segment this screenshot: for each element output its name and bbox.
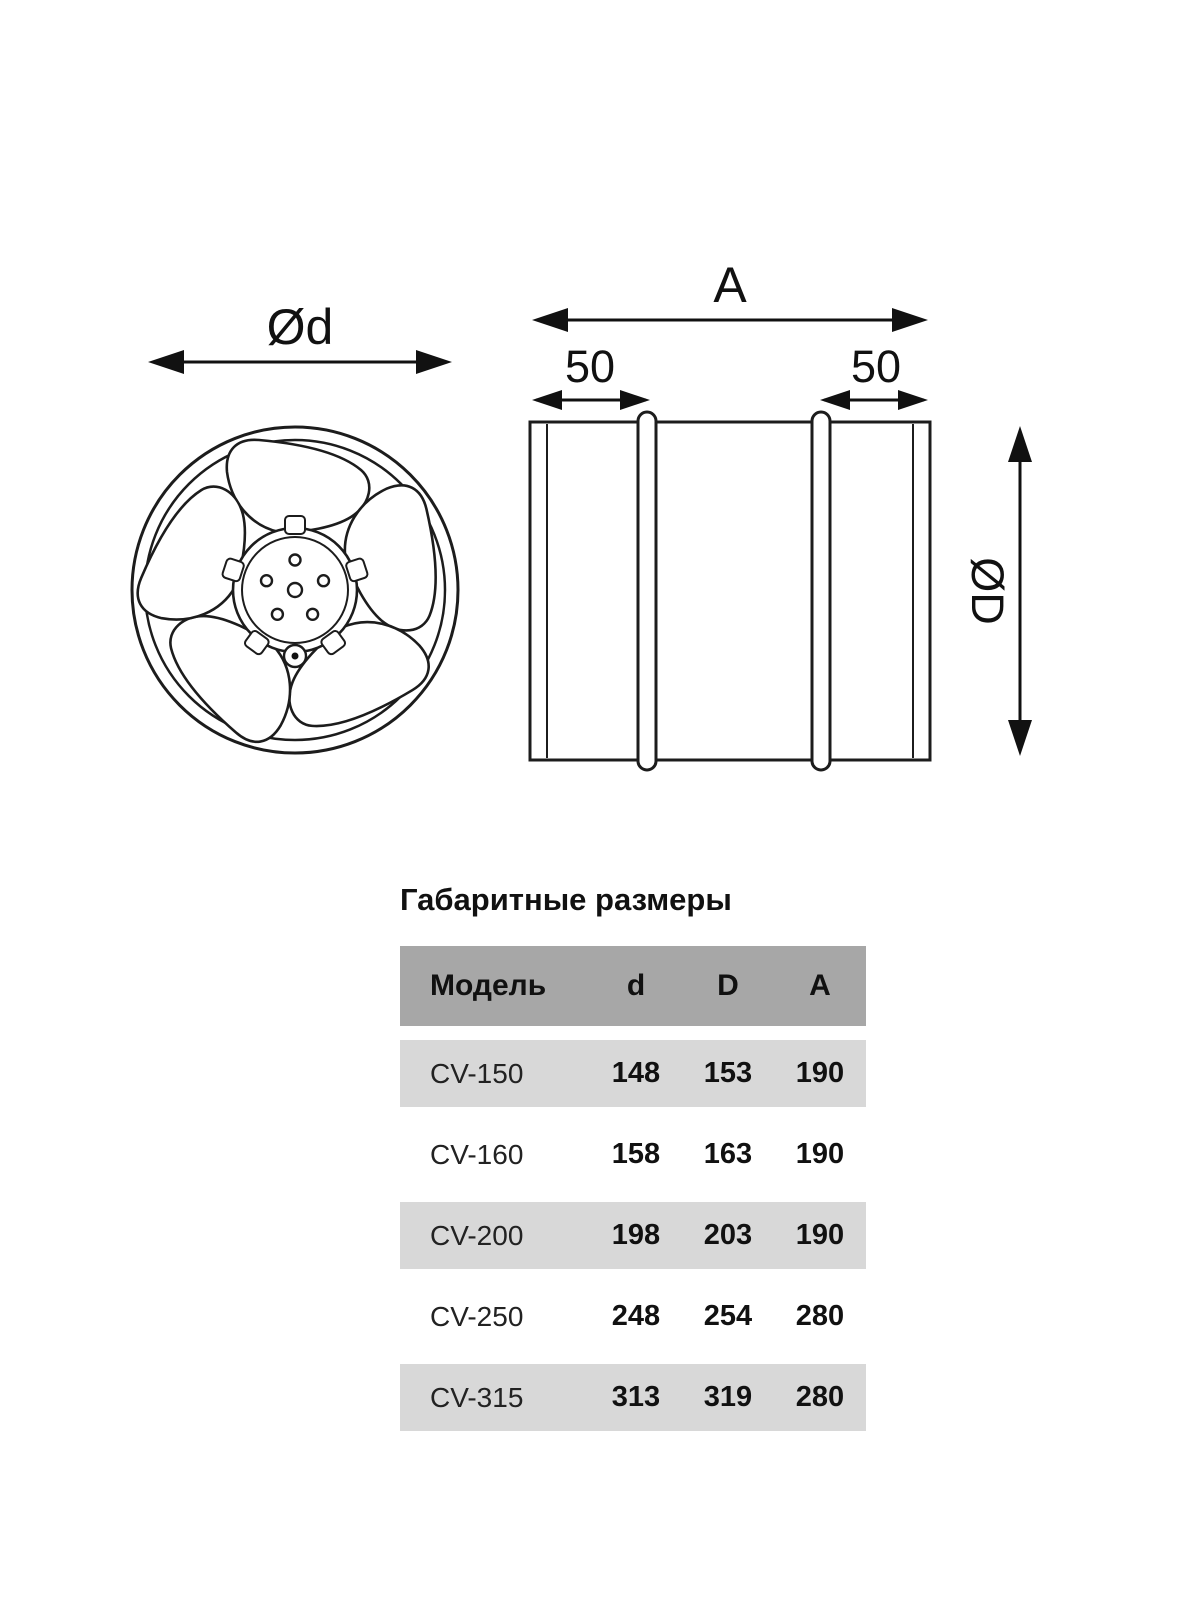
dim-length: A [532,257,928,332]
value-d: 248 [590,1283,682,1350]
value-D: 319 [682,1364,774,1431]
model-name: CV-315 [400,1364,590,1431]
value-d: 158 [590,1121,682,1188]
dim-side-diameter: ØD [962,426,1032,756]
model-name: CV-150 [400,1040,590,1107]
duct-bead-right [810,410,832,772]
dimensions-section: Габаритные размеры Модель d D A CV-150 1… [400,882,866,1445]
value-A: 190 [774,1202,866,1269]
hub-holes [259,553,331,621]
table-header-row: Модель d D A [400,946,866,1026]
header-A: A [774,946,866,1026]
value-D: 203 [682,1202,774,1269]
technical-drawing: Ød A 50 50 [130,257,1032,772]
header-D: D [682,946,774,1026]
value-A: 280 [774,1364,866,1431]
value-d: 313 [590,1364,682,1431]
model-name: CV-250 [400,1283,590,1350]
dim-flange-right: 50 [820,341,928,410]
dim-flange-right-label: 50 [851,341,901,392]
value-D: 153 [682,1040,774,1107]
header-model: Модель [400,946,590,1026]
table-title: Габаритные размеры [400,882,732,917]
hub-clip-dot [291,652,299,660]
model-name: CV-160 [400,1121,590,1188]
dim-flange-left: 50 [532,341,650,410]
value-D: 254 [682,1283,774,1350]
fan-front-view [130,425,460,755]
dim-front-diameter: Ød [148,299,452,374]
duct-bead-left [636,410,658,772]
duct-side-view [528,410,932,772]
dim-flange-left-label: 50 [565,341,615,392]
value-A: 190 [774,1040,866,1107]
dim-front-diameter-label: Ød [267,299,334,355]
dimensions-table: Модель d D A CV-150 148 153 190 CV-160 1… [400,932,866,1445]
table-row-cv160: CV-160 158 163 190 [400,1121,866,1188]
table-row-cv250: CV-250 248 254 280 [400,1283,866,1350]
table-row-cv315: CV-315 313 319 280 [400,1364,866,1431]
value-d: 148 [590,1040,682,1107]
header-d: d [590,946,682,1026]
value-A: 190 [774,1121,866,1188]
value-D: 163 [682,1121,774,1188]
model-name: CV-200 [400,1202,590,1269]
fan-outer-rim [130,425,460,755]
dim-length-label: A [713,257,747,313]
table-row-cv150: CV-150 148 153 190 [400,1040,866,1107]
value-d: 198 [590,1202,682,1269]
duct-body [528,420,932,762]
fan-hub [221,515,369,669]
table-row-cv200: CV-200 198 203 190 [400,1202,866,1269]
dim-side-diameter-label: ØD [962,557,1013,625]
value-A: 280 [774,1283,866,1350]
